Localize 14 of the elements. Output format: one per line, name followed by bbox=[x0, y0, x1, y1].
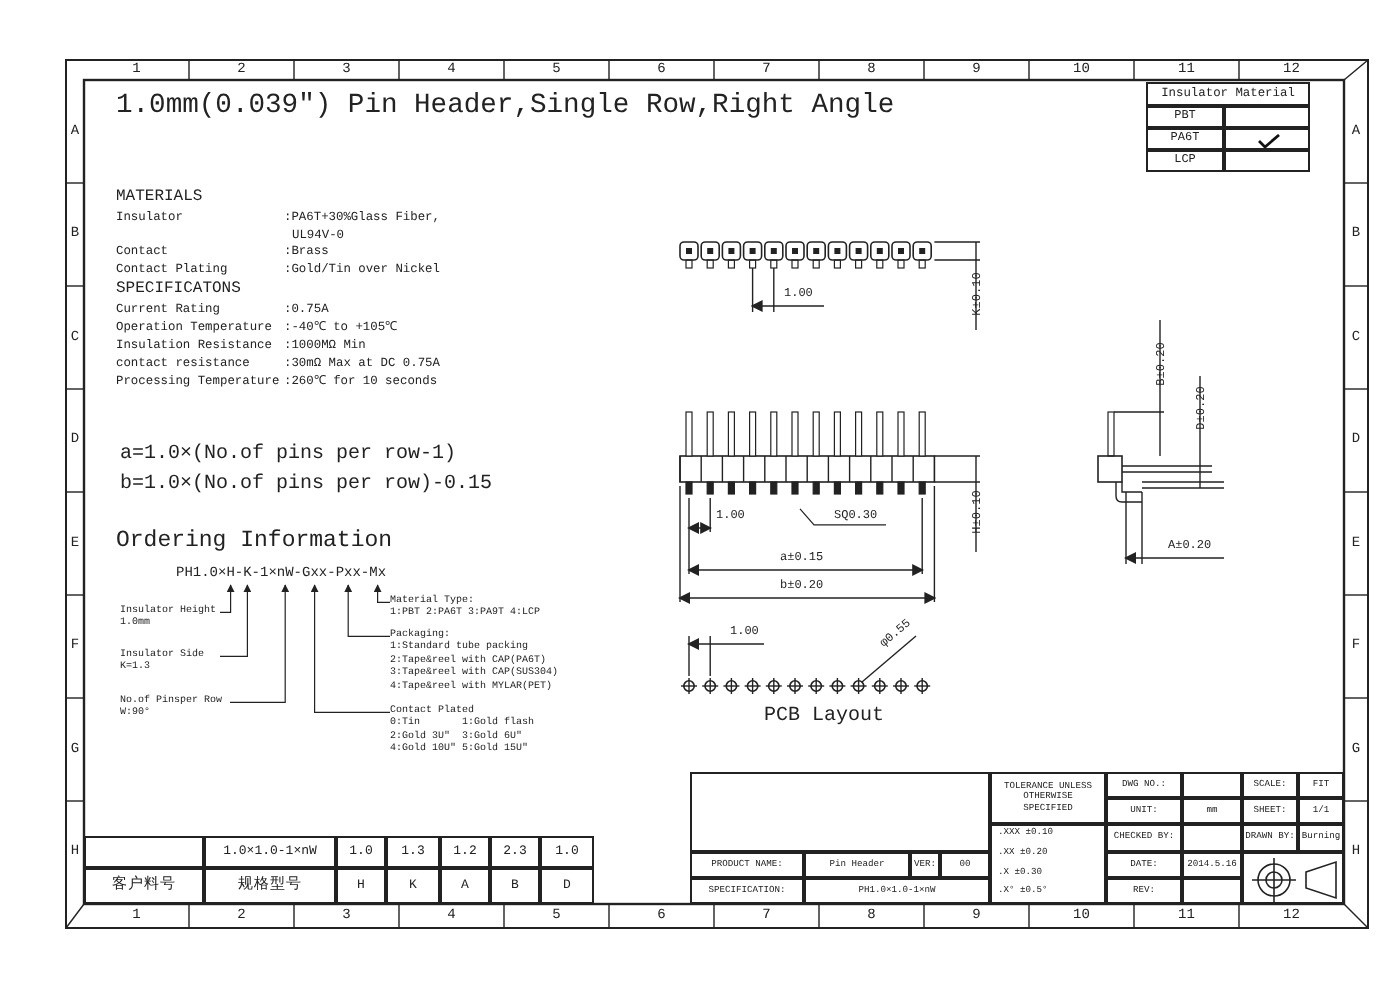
leader-line bbox=[344, 584, 391, 637]
leader-line bbox=[219, 584, 235, 613]
section-heading: Ordering Information bbox=[116, 528, 393, 555]
formula-text: a=1.0×(No.of pins per row-1) bbox=[120, 444, 457, 467]
section-heading: MATERIALS bbox=[116, 188, 203, 207]
leader-line bbox=[373, 584, 391, 603]
leader-line bbox=[799, 508, 887, 526]
leader-line bbox=[219, 584, 252, 657]
formula-text: b=1.0×(No.of pins per row)-0.15 bbox=[120, 474, 493, 497]
leader-line bbox=[229, 584, 290, 703]
view-caption: PCB Layout bbox=[764, 706, 885, 729]
drawing-title: 1.0mm(0.039″) Pin Header,Single Row,Right Angle bbox=[116, 92, 895, 124]
leader-line bbox=[310, 584, 391, 713]
section-heading: SPECIFICATONS bbox=[116, 280, 241, 299]
